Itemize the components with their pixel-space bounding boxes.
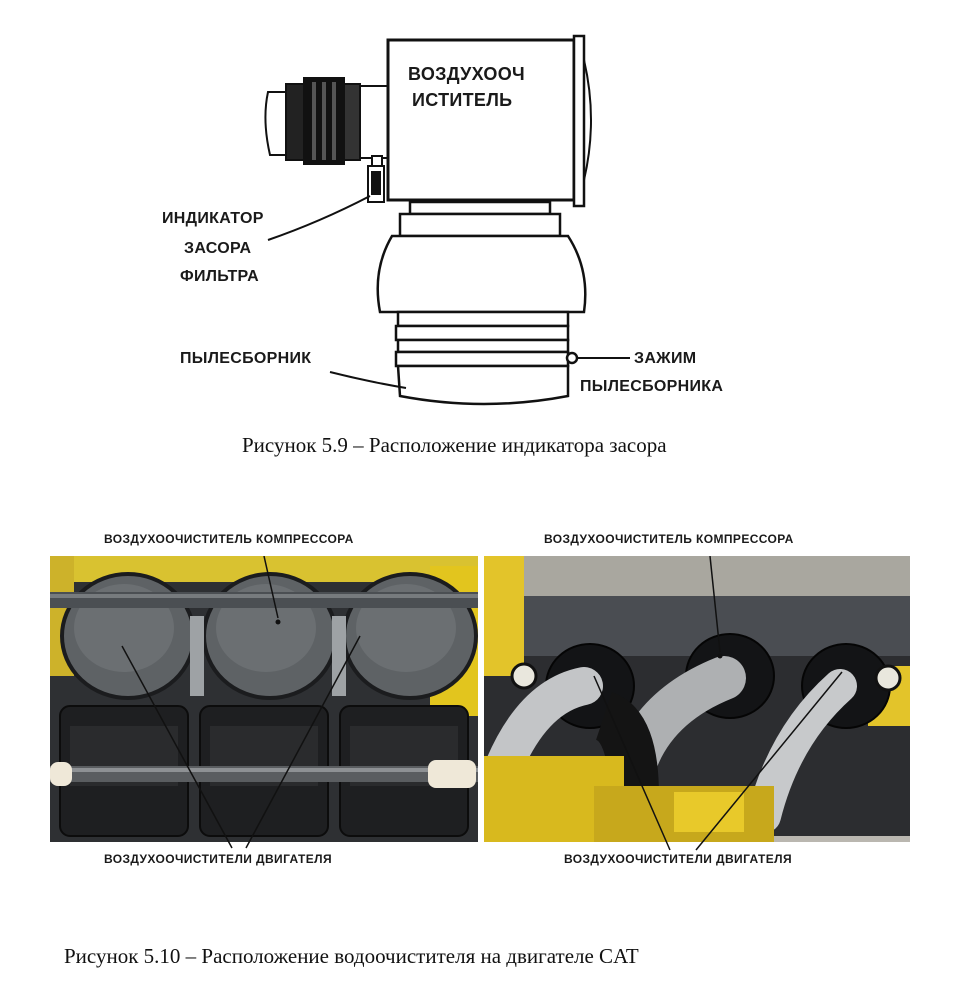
right-photo-top-label: ВОЗДУХООЧИСТИТЕЛЬ КОМПРЕССОРА xyxy=(544,532,794,546)
figure-5-9-caption: Рисунок 5.9 – Расположение индикатора за… xyxy=(242,433,667,457)
intake-pipe xyxy=(264,77,389,165)
left-engine-photo xyxy=(50,556,478,842)
indicator-label-line2: ЗАСОРА xyxy=(184,240,252,257)
dust-collector-label: ПЫЛЕСБОРНИК xyxy=(180,350,312,367)
cleaner-box xyxy=(386,34,592,208)
left-photo-leader-lines xyxy=(121,556,361,849)
right-engine-photo-drawing xyxy=(484,556,910,842)
figure-5-10-caption: Рисунок 5.10 – Расположение водоочистите… xyxy=(64,944,639,968)
indicator-label-line3: ФИЛЬТРА xyxy=(180,268,259,285)
air-cleaner-drawing xyxy=(264,34,630,406)
right-photo-leader-lines xyxy=(593,556,843,851)
left-engine-photo-drawing xyxy=(50,556,478,842)
right-photo-bottom-label: ВОЗДУХООЧИСТИТЕЛИ ДВИГАТЕЛЯ xyxy=(564,852,792,866)
right-engine-photo xyxy=(484,556,910,842)
clamp-label-line1: ЗАЖИМ xyxy=(634,350,697,367)
leader-lines xyxy=(267,195,630,389)
left-photo-top-label: ВОЗДУХООЧИСТИТЕЛЬ КОМПРЕССОРА xyxy=(104,532,354,546)
air-cleaner-box-label-line2: ИСТИТЕЛЬ xyxy=(412,90,513,110)
clogging-indicator xyxy=(367,155,385,203)
indicator-label-line1: ИНДИКАТОР xyxy=(162,210,264,227)
left-photo-bottom-label: ВОЗДУХООЧИСТИТЕЛИ ДВИГАТЕЛЯ xyxy=(104,852,332,866)
air-cleaner-diagram xyxy=(0,0,964,420)
air-cleaner-box-label-line1: ВОЗДУХООЧ xyxy=(408,64,525,84)
cleaner-lower-body xyxy=(376,200,587,406)
clamp-label-line2: ПЫЛЕСБОРНИКА xyxy=(580,378,724,395)
